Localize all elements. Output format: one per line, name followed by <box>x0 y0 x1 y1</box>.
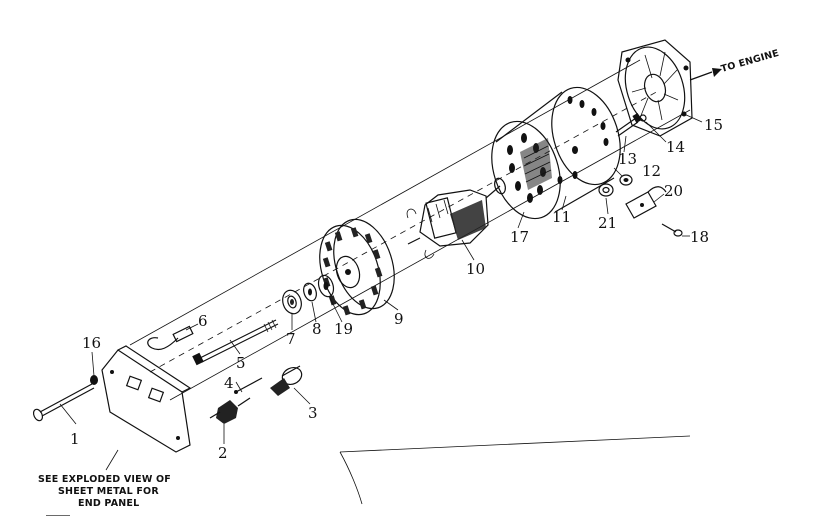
assembly-axis <box>129 59 691 401</box>
bracket-part-20 <box>625 186 667 219</box>
callout-20: 20 <box>664 182 683 200</box>
callout-16: 16 <box>82 334 101 352</box>
rotor-part-10 <box>406 177 506 259</box>
callout-2: 2 <box>218 444 228 462</box>
leader-lines <box>59 113 703 471</box>
bolt-part-1 <box>32 383 95 422</box>
callout-4: 4 <box>224 374 234 392</box>
callout-9: 9 <box>394 310 404 328</box>
callout-11: 11 <box>552 208 571 226</box>
fan-part-9 <box>319 218 395 316</box>
callout-12: 12 <box>642 162 661 180</box>
callout-21: 21 <box>598 214 617 232</box>
nut-part-12 <box>619 174 633 186</box>
note-line-3: END PANEL <box>78 498 139 509</box>
end-panel <box>101 345 192 453</box>
note-line-1: SEE EXPLODED VIEW OF <box>38 474 171 485</box>
callout-5: 5 <box>236 354 246 372</box>
callout-6: 6 <box>198 312 208 330</box>
bracket-part-6 <box>147 325 194 351</box>
bearing-part-7 <box>282 289 302 315</box>
engine-adapter-part-15 <box>617 39 693 137</box>
callout-labels: 1 2 3 4 5 6 7 8 9 10 11 12 13 14 15 16 1… <box>70 116 723 462</box>
washer-part-8 <box>303 282 317 302</box>
stator-housing-part-11 <box>491 86 621 220</box>
washer-part-19 <box>317 274 335 298</box>
callout-17: 17 <box>510 228 529 246</box>
stator-winding-part-17 <box>520 138 552 190</box>
callout-18: 18 <box>690 228 709 246</box>
base-outline <box>339 435 691 505</box>
callout-3: 3 <box>308 404 318 422</box>
lockwasher-part-16 <box>90 375 98 385</box>
callout-7: 7 <box>286 330 296 348</box>
washer-part-21 <box>598 183 614 197</box>
callout-10: 10 <box>466 260 485 278</box>
callout-13: 13 <box>618 150 637 168</box>
end-panel-note: SEE EXPLODED VIEW OF SHEET METAL FOR END… <box>38 474 171 509</box>
to-engine-label: TO ENGINE <box>720 48 781 75</box>
callout-15: 15 <box>704 116 723 134</box>
callout-14: 14 <box>666 138 685 156</box>
washer-part-14 <box>639 114 647 122</box>
callout-19: 19 <box>334 320 353 338</box>
capacitor-part-3 <box>270 365 303 396</box>
screw-part-18 <box>661 223 683 237</box>
to-engine-arrow <box>689 68 722 81</box>
through-bolt-part-5 <box>192 319 279 366</box>
rectifier-part-2 <box>209 397 251 424</box>
note-line-2: SHEET METAL FOR <box>58 486 159 497</box>
screw-part-13 <box>615 113 642 137</box>
callout-1: 1 <box>70 430 80 448</box>
callout-8: 8 <box>312 320 322 338</box>
